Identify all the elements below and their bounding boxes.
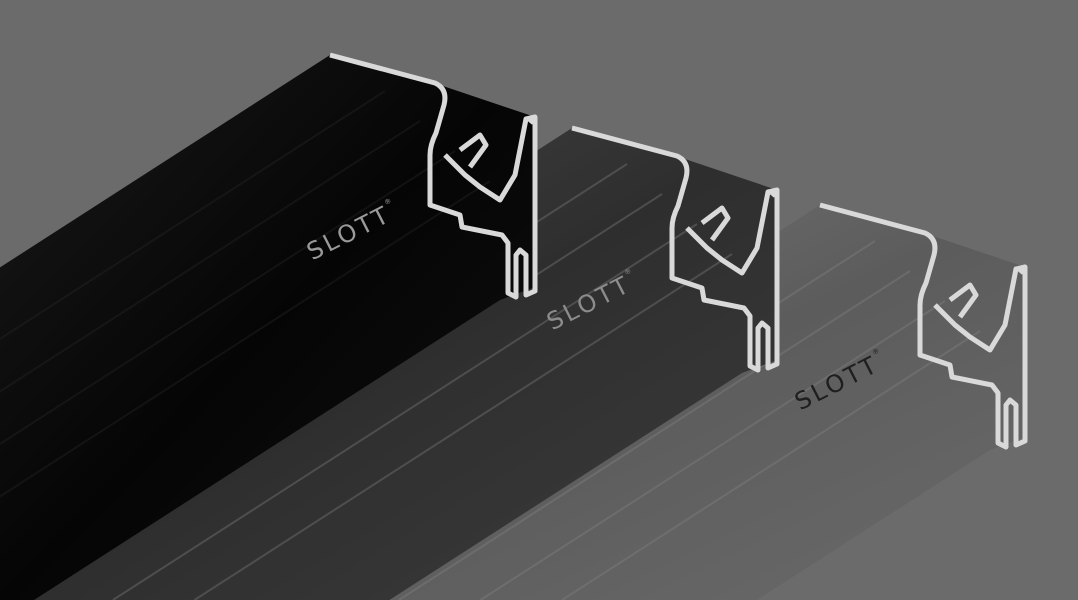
- profile-groove: [0, 150, 456, 445]
- profile-cross-section-2: [571, 125, 780, 373]
- profile-groove: [0, 90, 386, 340]
- profile-groove: [112, 223, 698, 600]
- profile-groove: [479, 300, 946, 600]
- profile-cross-section-3: [819, 202, 1028, 450]
- profile-groove: [561, 330, 981, 600]
- profile-cross-section-1: [329, 52, 538, 300]
- profile-groove: [193, 253, 733, 600]
- profile-groove: [398, 270, 911, 600]
- profile-groove: [0, 120, 421, 393]
- profile-groove: [0, 180, 491, 498]
- profile-body-1: [0, 55, 535, 600]
